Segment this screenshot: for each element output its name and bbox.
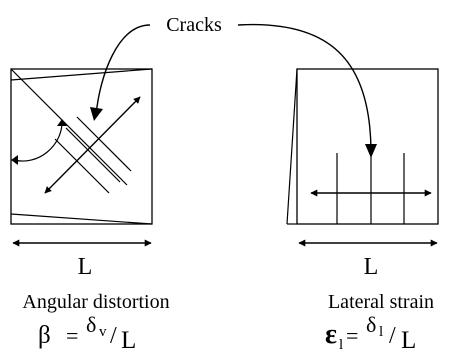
left-crack-3 [54,138,110,194]
cracks-leader-right [237,23,372,151]
left-crack-1 [76,116,132,172]
angle-arc-head-top [57,119,67,126]
right-tilt-line [286,68,298,225]
left-crack-arrow [44,96,141,194]
cracks-leader-left-arrowhead [90,107,103,121]
cracks-label: Cracks [166,14,222,36]
angle-arc [13,121,63,162]
angle-arc-head-left [11,155,18,165]
right-length-label: L [364,254,379,280]
angular-distortion-formula: β = δ v / L [38,311,136,354]
lateral-strain-panel: L Lateral strain ε l = δ l / L [286,68,439,355]
left-crack-2 [65,127,121,183]
left-bottom-settled-line [10,213,153,225]
left-length-label: L [78,254,93,280]
lateral-strain-formula: ε l = δ l / L [325,311,416,355]
cracks-leader-right-arrowhead [365,144,377,158]
angular-distortion-panel: L Angular distortion β = δ v / L [10,68,170,354]
angular-distortion-caption: Angular distortion [22,291,169,313]
right-wall-outline [296,68,439,225]
left-wall-outline [10,68,153,225]
lateral-strain-caption: Lateral strain [328,291,434,313]
left-top-settled-line [10,68,153,81]
